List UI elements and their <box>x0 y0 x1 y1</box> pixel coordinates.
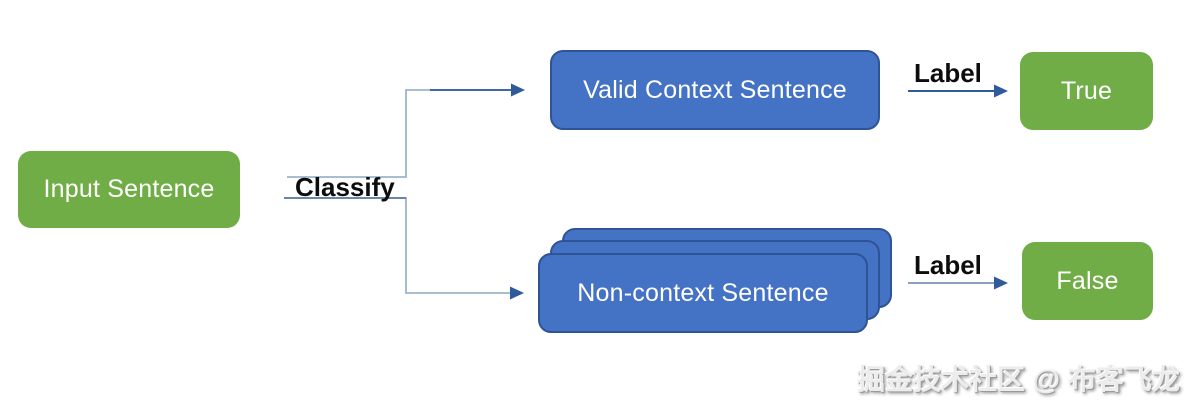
watermark: 掘金技术社区 @ 布客飞龙 <box>857 364 1180 395</box>
label-bottom: Label <box>914 250 982 280</box>
arrowhead-valid <box>511 83 525 97</box>
false-node: False <box>1022 242 1153 320</box>
true-node: True <box>1020 52 1153 130</box>
connector-classify-to-valid <box>287 89 512 178</box>
true-label: True <box>1060 76 1113 105</box>
arrowhead-noncontext <box>510 286 524 300</box>
arrowhead-true <box>994 84 1008 98</box>
valid-context-label: Valid Context Sentence <box>583 75 847 104</box>
arrowhead-false <box>994 276 1008 290</box>
input-sentence-label: Input Sentence <box>43 175 215 203</box>
false-label: False <box>1056 266 1119 295</box>
valid-context-node: Valid Context Sentence <box>550 50 880 130</box>
non-context-node: Non-context Sentence <box>538 253 868 333</box>
connector-classify-to-noncontext <box>284 197 512 294</box>
input-sentence-node: Input Sentence <box>18 151 240 228</box>
classify-label: Classify <box>295 172 395 202</box>
label-top: Label <box>914 58 982 88</box>
non-context-label: Non-context Sentence <box>577 278 829 307</box>
